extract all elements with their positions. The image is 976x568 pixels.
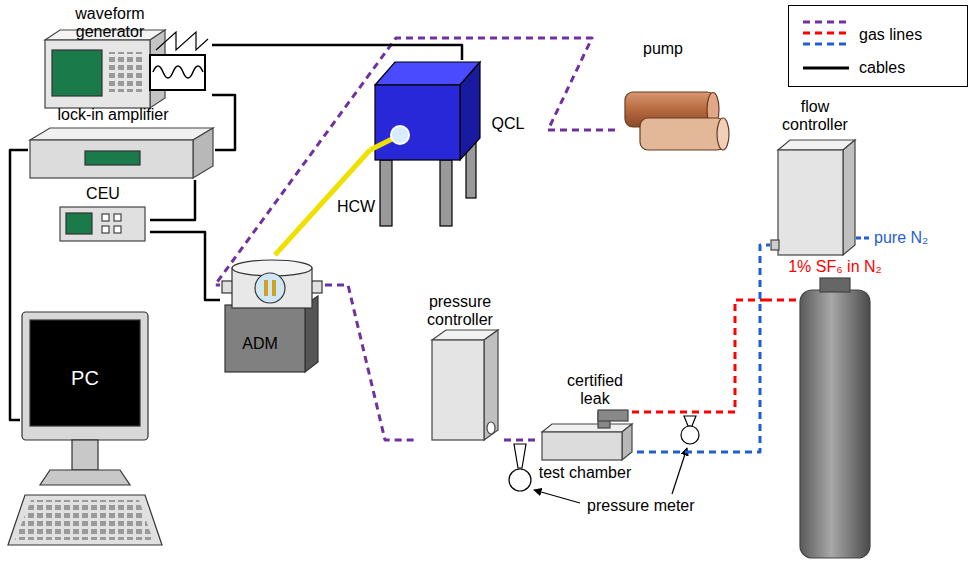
pump-label: pump	[633, 40, 693, 58]
instrument-label: CEU	[58, 185, 148, 203]
computer-label: PC	[30, 367, 140, 390]
pointer-arrows	[534, 448, 687, 503]
module-label: ADM	[228, 335, 292, 353]
flow-controller-body	[771, 140, 855, 255]
gas-line	[637, 245, 770, 452]
controller-label: pressure controller	[418, 293, 502, 330]
equipment-node: pump	[615, 40, 730, 155]
equipment-node: ADM	[220, 255, 325, 375]
edge-label: HCW	[335, 198, 377, 216]
gas-line	[215, 38, 615, 285]
equipment-node: flow controller	[770, 98, 862, 258]
pc-computer	[8, 312, 162, 545]
equipment-node: QCL	[370, 60, 530, 230]
gas-source-label: pure N₂	[872, 229, 930, 247]
gas-line	[632, 300, 765, 412]
cable	[150, 232, 220, 300]
legend-box: gas lines cables	[788, 5, 968, 87]
legend-text: cables	[859, 59, 905, 77]
instrument-label: waveform generator	[55, 5, 165, 42]
cable	[150, 180, 195, 220]
equipment-node: lock-in amplifier	[28, 106, 215, 180]
equipment-node: 1% SF₆ in N₂	[765, 258, 907, 562]
controller-label: flow controller	[770, 98, 860, 135]
waveform-generator	[45, 30, 208, 108]
adm-module	[222, 260, 322, 372]
qcl-laser	[370, 62, 480, 226]
cable	[212, 45, 462, 60]
pump-body	[625, 92, 729, 150]
equipment-node: test chamber	[535, 420, 637, 488]
equipment-node: waveform generator	[40, 3, 212, 111]
leak-label: certified leak	[560, 372, 630, 409]
lock-in-amplifier-body	[30, 128, 213, 178]
equipment-node: PC	[20, 305, 150, 548]
gas-cylinder-label: 1% SF₆ in N₂	[765, 258, 905, 276]
ceu-body	[60, 207, 145, 241]
legend-text: gas lines	[859, 26, 922, 44]
callout-label: pressure meter	[585, 497, 697, 515]
cable	[212, 95, 235, 150]
test-chamber-body	[542, 410, 632, 460]
instrument-label: lock-in amplifier	[38, 106, 188, 124]
equipment-node: certified leak	[560, 372, 632, 420]
gas-line	[325, 285, 418, 440]
gas-cylinder	[800, 278, 870, 558]
cable	[10, 150, 28, 420]
equipment-node: CEU	[58, 185, 150, 243]
chamber-label: test chamber	[535, 464, 635, 482]
pressure-meter-gauges	[509, 416, 699, 491]
laser-label: QCL	[488, 115, 528, 133]
gas-line	[504, 439, 535, 442]
equipment-node: pressure controller	[418, 293, 504, 443]
pressure-controller-body	[432, 330, 498, 440]
